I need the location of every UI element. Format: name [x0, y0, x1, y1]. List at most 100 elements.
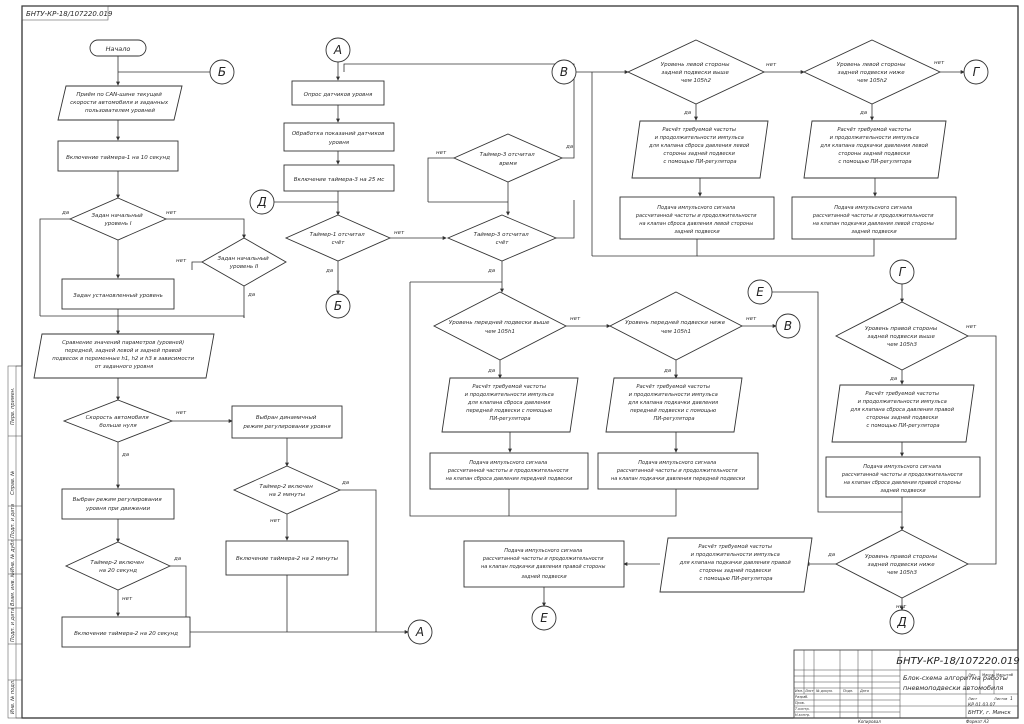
svg-text:Расчёт требуемой частоты: Расчёт требуемой частоты и продолжительн… [648, 127, 751, 165]
svg-text:Расчёт требуемой частоты: Расчёт требуемой частоты и продолжительн… [465, 384, 556, 422]
svg-text:Подача импульсного сигнала: Подача импульсного сигнала рассчитанной … [481, 548, 607, 580]
svg-text:Таймер-2 включен на 20 с: Таймер-2 включен на 20 секунд [90, 560, 145, 574]
svg-text:да: да [683, 110, 692, 116]
svg-text:Г: Г [973, 65, 981, 79]
decision-timer2-20s: Таймер-2 включен на 20 секунд [64, 541, 172, 591]
svg-text:нет: нет [934, 60, 945, 66]
svg-text:Таймер-1 отсчитал счёт: Таймер-1 отсчитал счёт [310, 232, 367, 246]
svg-text:Задан начальный уровень: Задан начальный уровень II [217, 256, 270, 270]
svg-text:Подача импульсного сигнала: Подача импульсного сигнала рассчитанной … [446, 460, 574, 482]
side-label-5: Подп. и дата [10, 608, 16, 642]
svg-text:Д: Д [896, 615, 906, 629]
title-org: БНТУ, г. Минск [968, 710, 1011, 716]
node-rx-speed: Приём по CAN-шине текущей скорости автом… [57, 85, 183, 121]
node-poll-sensor: Опрос датчиков уровня [291, 80, 385, 106]
svg-text:нет: нет [966, 324, 977, 330]
decision-rl-high: Уровень левой стороны задней подвески вы… [626, 39, 766, 105]
svg-text:Листов: Листов [993, 697, 1007, 701]
side-label-2: Подп. и дата [10, 504, 16, 538]
decision-initial-2: Задан начальный уровень II [201, 237, 287, 287]
svg-text:да: да [173, 556, 182, 562]
decision-initial-1: Задан начальный уровень I [68, 197, 168, 241]
svg-text:Уровень передней подвески ниже: Уровень передней подвески ниже чем 105h1 [625, 320, 727, 335]
node-timer2-2min-on: Включение таймера-2 на 2 минуты [225, 540, 349, 576]
svg-text:Г: Г [899, 265, 907, 279]
svg-text:нет: нет [746, 316, 757, 322]
svg-text:нет: нет [436, 150, 447, 156]
node-compare-levels: Сравнение значений параметров (уровней) … [33, 333, 215, 379]
side-label-0: Перв. примен. [10, 387, 16, 425]
decision-timer3-done2: Таймер-3 отсчитал счёт [446, 214, 558, 262]
svg-text:нет: нет [176, 258, 187, 264]
connector-v-mid: В [775, 313, 801, 339]
svg-text:Начало: Начало [106, 45, 131, 53]
decision-timer3-done: Таймер-3 отсчитал время [452, 133, 564, 183]
svg-text:Подача импульсного сигнала: Подача импульсного сигнала рассчитанной … [611, 460, 746, 482]
svg-text:Т.контр.: Т.контр. [795, 707, 810, 711]
decision-speed-gt0: Скорость автомобиля больше нуля [62, 399, 174, 443]
svg-text:Копировал: Копировал [858, 719, 881, 724]
svg-text:да: да [565, 144, 574, 150]
side-label-6: Инв. № подл. [10, 680, 16, 715]
svg-text:да: да [341, 480, 350, 486]
svg-text:Сравнение значений параметров: Сравнение значений параметров (уровней) … [52, 340, 195, 370]
title-block: БНТУ-КР-18/107220.019 Блок-схема алгорит… [793, 649, 1020, 724]
svg-text:Б: Б [334, 299, 342, 313]
title-name: Блок-схема алгоритма работы пневмоподвес… [903, 674, 1010, 692]
svg-text:да: да [487, 268, 496, 274]
connector-v-top: В [551, 59, 577, 85]
svg-text:Скорость автомобиля боль: Скорость автомобиля больше нуля [86, 415, 151, 429]
svg-text:Расчёт требуемой частоты: Расчёт требуемой частоты и продолжительн… [679, 544, 793, 582]
decision-rr-high: Уровень правой стороны задней подвески в… [835, 301, 969, 371]
connector-b-bottom: Б [325, 293, 351, 319]
side-label-1: Справ. № [10, 471, 16, 495]
svg-text:да: да [827, 552, 836, 558]
svg-text:да: да [61, 210, 70, 216]
node-pulse-front-high: Подача импульсного сигнала рассчитанной … [429, 452, 589, 490]
svg-text:Таймер-3 отсчитал время: Таймер-3 отсчитал время [480, 152, 537, 167]
node-pulse-front-low: Подача импульсного сигнала рассчитанной … [597, 452, 759, 490]
node-pulse-rl-high: Подача импульсного сигнала рассчитанной … [619, 196, 775, 240]
svg-text:нет: нет [570, 316, 581, 322]
decision-front-low: Уровень передней подвески ниже чем 105h1 [609, 291, 743, 361]
svg-text:Лист: Лист [804, 689, 815, 693]
svg-text:В: В [784, 319, 792, 333]
svg-text:А: А [415, 625, 424, 639]
svg-text:Формат А3: Формат А3 [966, 719, 989, 724]
svg-text:1: 1 [1010, 696, 1013, 702]
title-code: БНТУ-КР-18/107220.019 [896, 656, 1019, 667]
svg-text:нет: нет [122, 596, 133, 602]
node-dyn-mode: Выбран динамичный режим регулирования ур… [231, 405, 343, 439]
svg-text:да: да [325, 268, 334, 274]
svg-text:нет: нет [394, 230, 405, 236]
decision-timer1-done: Таймер-1 отсчитал счёт [284, 214, 392, 262]
svg-text:Включение таймера-2 на 20 секу: Включение таймера-2 на 20 секунд [74, 631, 178, 637]
decision-front-high: Уровень передней подвески выше чем 105h1 [433, 291, 567, 361]
svg-text:Н.контр.: Н.контр. [795, 713, 810, 717]
svg-text:Подп.: Подп. [843, 689, 853, 693]
node-calc-rl-low: Расчёт требуемой частоты и продолжительн… [803, 120, 947, 179]
svg-text:Расчёт требуемой частоты: Расчёт требуемой частоты и продолжительн… [627, 384, 720, 422]
node-pulse-rr-high: Подача импульсного сигнала рассчитанной … [825, 456, 981, 498]
svg-text:Задан установленный уровень: Задан установленный уровень [73, 293, 163, 299]
side-label-3: Инв. № дубл. [10, 538, 16, 572]
node-pulse-rl-low: Подача импульсного сигнала рассчитанной … [791, 196, 957, 240]
svg-text:В: В [560, 65, 568, 79]
svg-text:Обработка показаний датчиков: Обработка показаний датчиков уровня [292, 131, 386, 146]
svg-text:Подача импульсного сигнала: Подача импульсного сигнала рассчитанной … [841, 464, 964, 494]
svg-text:Масса: Масса [982, 673, 993, 677]
svg-text:нет: нет [270, 518, 281, 524]
svg-text:Уровень правой стороны з: Уровень правой стороны задней подвески в… [865, 326, 939, 348]
decision-rl-low: Уровень левой стороны задней подвески ни… [802, 39, 942, 105]
svg-text:Лит.: Лит. [967, 673, 976, 677]
svg-text:да: да [247, 292, 256, 298]
svg-text:Подача импульсного сигнала: Подача импульсного сигнала рассчитанной … [812, 205, 936, 235]
svg-text:Приём по CAN-шине текущей: Приём по CAN-шине текущей скорости автом… [70, 92, 170, 114]
node-calc-front-high: Расчёт требуемой частоты и продолжительн… [441, 377, 579, 433]
svg-text:Расчёт требуемой частоты: Расчёт требуемой частоты и продолжительн… [849, 391, 955, 429]
svg-text:Е: Е [756, 285, 764, 299]
connector-b-top: Б [209, 59, 235, 85]
connector-g-mid: Г [889, 259, 915, 285]
node-calc-rr-high: Расчёт требуемой частоты и продолжительн… [831, 384, 975, 443]
svg-text:Расчёт требуемой частоты: Расчёт требуемой частоты и продолжительн… [819, 127, 929, 165]
